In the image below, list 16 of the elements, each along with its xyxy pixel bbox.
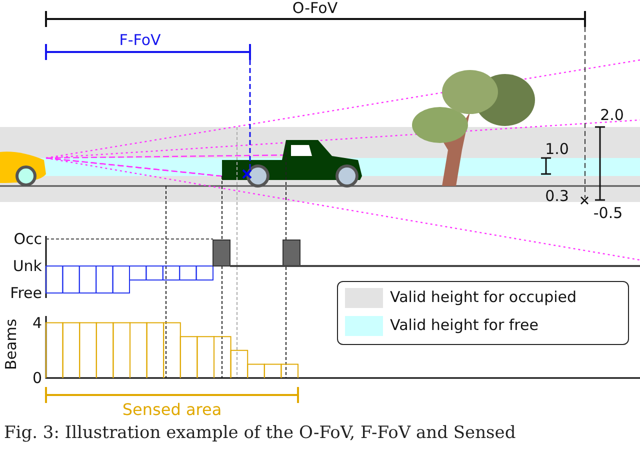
height-value: 1.0 xyxy=(545,141,569,158)
legend-label: Valid height for occupied xyxy=(390,289,577,306)
axis-tick-label: 0 xyxy=(32,370,42,387)
height-value: 0.3 xyxy=(545,188,569,205)
axis-tick-label: Free xyxy=(10,285,42,302)
legend-label: Valid height for free xyxy=(390,317,538,334)
axis-tick-label: Occ xyxy=(14,231,42,248)
axis-tick-label: 4 xyxy=(32,315,42,332)
height-value: 2.0 xyxy=(600,107,624,124)
height-value: -0.5 xyxy=(593,205,623,222)
axis-tick-label: Unk xyxy=(12,258,42,275)
dimension-label: Sensed area xyxy=(122,401,222,419)
dimension-label: F-FoV xyxy=(119,32,161,49)
figure-caption: Fig. 3: Illustration example of the O-FoV, F-FoV and Sensed xyxy=(4,424,516,443)
axis-title: Beams xyxy=(3,318,20,370)
dimension-label: O-FoV xyxy=(292,0,338,17)
